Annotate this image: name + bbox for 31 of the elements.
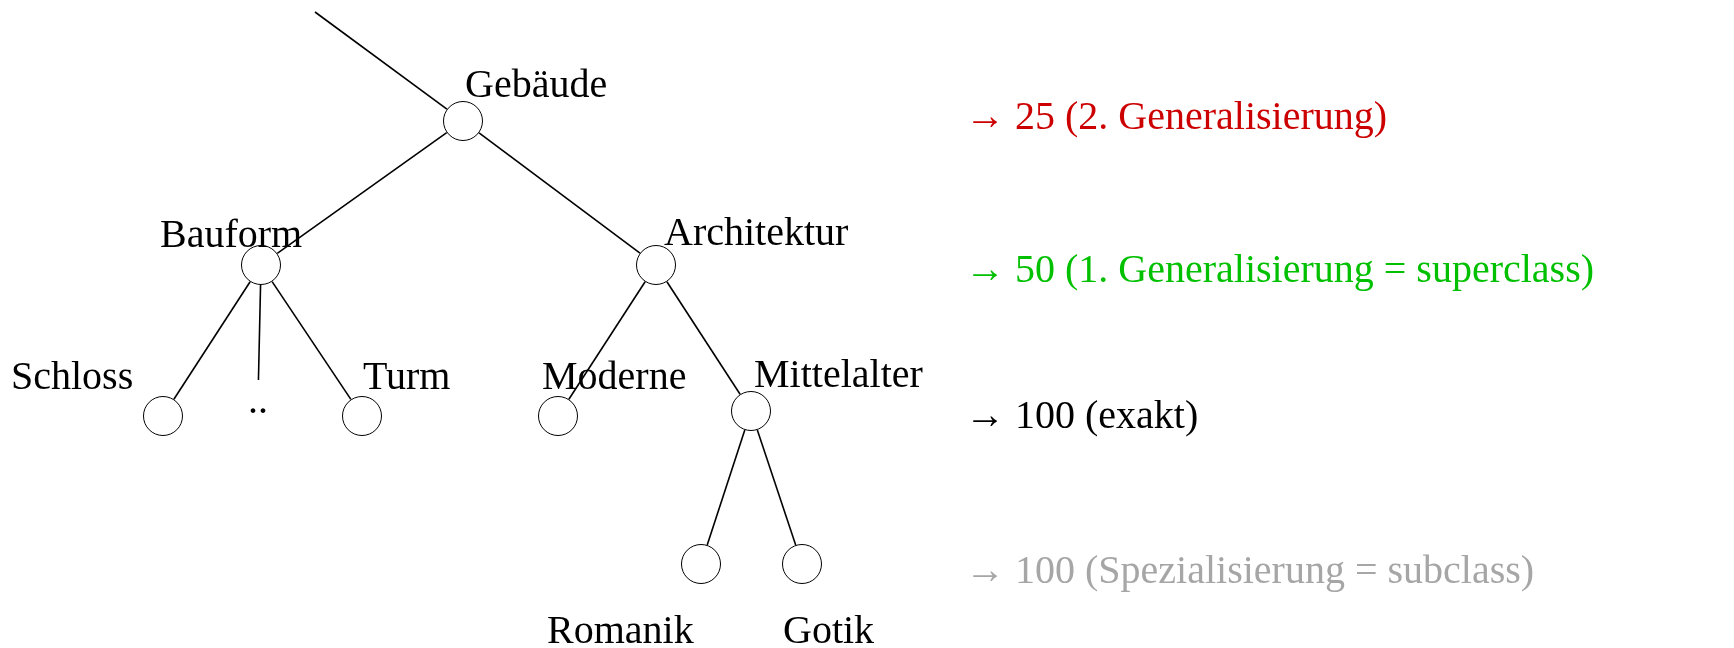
circle-node [636,245,676,285]
circle-node [241,245,281,285]
tree-line [257,284,262,381]
circle-node [681,544,721,584]
circle-node [342,396,382,436]
circle-node [443,101,483,141]
score-note: → 100 (exakt) [965,395,1199,435]
node-label: Romanik [547,610,694,648]
tree-line [314,11,448,110]
node-label: Bauform [160,214,303,254]
circle-node [782,544,822,584]
node-label: Gebäude [465,64,608,104]
node-label: Mittelalter [754,354,923,394]
tree-line [173,280,251,401]
tree-line [706,429,746,546]
circle-node [143,396,183,436]
tree-line [276,131,448,255]
score-note: → 25 (2. Generalisierung) [965,96,1388,136]
node-label: Turm [363,356,451,396]
score-note: → 50 (1. Generalisierung = superclass) [965,249,1595,289]
node-label: Architektur [664,212,849,252]
tree-line [478,132,641,254]
score-note: → 100 (Spezialisierung = subclass) [965,550,1535,590]
node-label: Gotik [783,610,875,648]
ellipsis-label: .. [248,380,268,420]
circle-node [538,396,578,436]
node-label: Schloss [11,356,134,396]
tree-line [666,280,741,396]
tree-line [271,280,352,401]
circle-node [731,391,771,431]
tree-line [756,429,797,546]
